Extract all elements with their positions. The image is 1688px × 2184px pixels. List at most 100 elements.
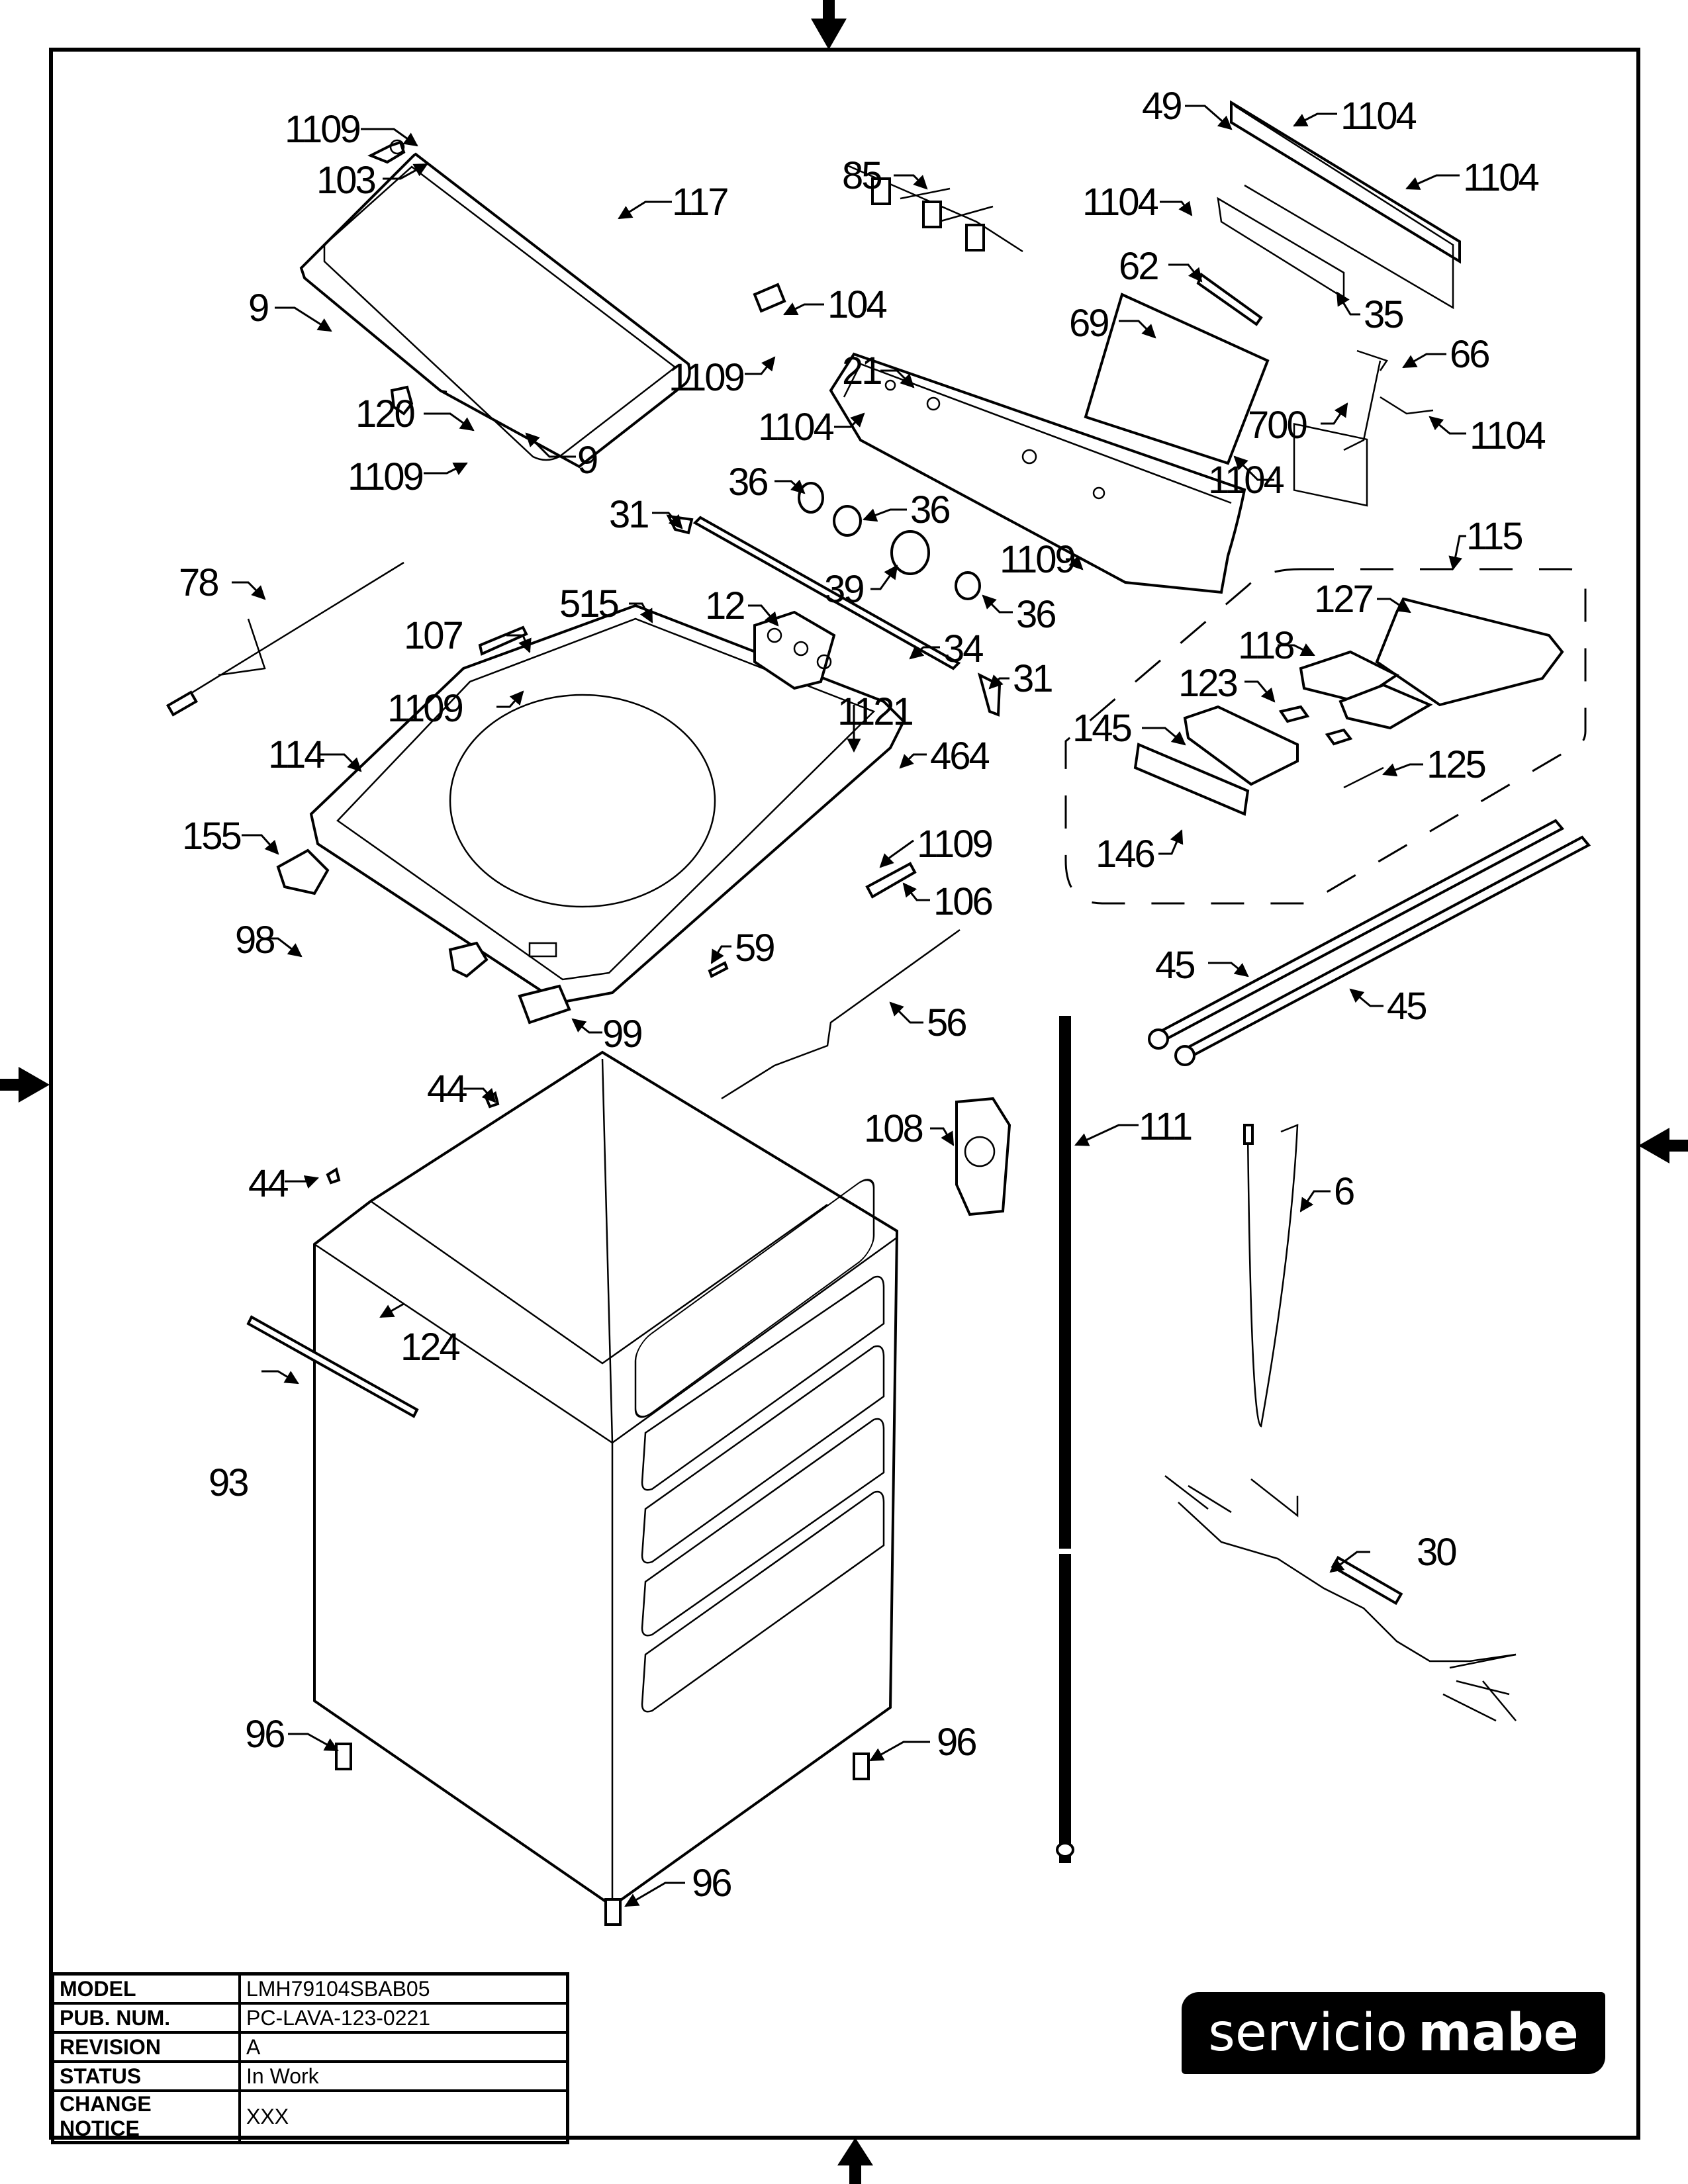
part-cup-155 (276, 848, 330, 895)
callout-45: 45 (1155, 944, 1194, 987)
callout-464: 464 (930, 735, 990, 778)
center-arrow-bottom (837, 2138, 873, 2184)
center-arrow-right (1638, 1128, 1688, 1163)
part-cabinet (313, 1050, 899, 1908)
part-end-cap-31a (666, 514, 694, 535)
logo-text-mabe: mabe (1418, 2003, 1579, 2063)
part-drawer-145 (1183, 705, 1299, 786)
callout-45: 45 (1387, 985, 1426, 1028)
callout-107: 107 (404, 614, 463, 657)
callout-115: 115 (1466, 515, 1522, 558)
part-leveling-foot-c (604, 1898, 622, 1926)
part-switch-assembly (847, 164, 1023, 253)
title-block-value: A (238, 2031, 569, 2063)
title-block-value: In Work (238, 2060, 569, 2092)
callout-106: 106 (933, 880, 992, 923)
part-pump (955, 1097, 1011, 1216)
callout-1104: 1104 (1463, 156, 1538, 199)
callout-125: 125 (1427, 743, 1485, 786)
part-knob-39 (890, 530, 930, 575)
part-valve-12 (753, 610, 836, 690)
callout-1109: 1109 (387, 687, 462, 730)
callout-44: 44 (427, 1068, 467, 1111)
part-overlay-35 (1217, 197, 1345, 300)
callout-78: 78 (179, 561, 218, 604)
part-top-cover (309, 604, 906, 1005)
callout-34: 34 (943, 627, 983, 670)
callout-118: 118 (1238, 624, 1293, 667)
callout-146: 146 (1096, 833, 1154, 876)
callout-9: 9 (248, 287, 268, 330)
panel-emboss-3 (641, 1418, 885, 1637)
leader-lines (232, 105, 1466, 1907)
callout-1104: 1104 (1208, 459, 1284, 502)
part-harness-56 (721, 929, 961, 1100)
center-arrow-left (0, 1067, 50, 1103)
logo-text-servicio: servicio (1208, 2003, 1408, 2063)
callout-103: 103 (316, 159, 375, 202)
part-knob-36-c (955, 571, 981, 600)
callout-1109: 1109 (348, 455, 422, 498)
callout-123: 123 (1178, 662, 1237, 705)
title-block-key: CHANGE NOTICE (51, 2089, 241, 2144)
callout-66: 66 (1450, 333, 1489, 376)
callout-111: 111 (1139, 1105, 1192, 1148)
callout-85: 85 (842, 154, 881, 197)
callout-1109: 1109 (917, 823, 992, 866)
callout-104: 104 (827, 283, 887, 326)
dispenser-group-outline (1064, 568, 1587, 905)
part-knob-36-b (833, 505, 862, 537)
part-leveling-foot-b (853, 1752, 870, 1780)
callout-96: 96 (245, 1713, 284, 1756)
callout-96: 96 (937, 1721, 976, 1764)
part-control-console (829, 352, 1246, 594)
part-hinge (367, 139, 406, 164)
callout-1109: 1109 (669, 356, 743, 399)
part-switch (753, 283, 786, 313)
title-block-value: XXX (238, 2089, 569, 2144)
callout-56: 56 (927, 1001, 966, 1044)
part-knob-36-a (798, 482, 824, 514)
callout-39: 39 (824, 568, 863, 611)
callout-69: 69 (1069, 302, 1108, 345)
callout-44: 44 (248, 1162, 288, 1205)
part-inlet-hose-b (1174, 835, 1591, 1066)
callout-36: 36 (1016, 593, 1055, 636)
callout-labels: 1109 103 117 9 120 1109 9 85 1104 104 11… (179, 85, 1547, 1905)
part-control-board-69 (1084, 293, 1270, 465)
callout-99: 99 (602, 1013, 641, 1056)
part-clip-125 (1343, 766, 1384, 789)
callout-114: 114 (268, 733, 324, 776)
part-bracket-107 (478, 625, 528, 656)
callout-1104: 1104 (1340, 95, 1416, 138)
callout-117: 117 (672, 181, 727, 224)
callout-35: 35 (1364, 293, 1403, 336)
callout-1109: 1109 (1000, 538, 1074, 581)
part-leveling-foot-a (335, 1743, 352, 1770)
callout-108: 108 (864, 1107, 923, 1150)
callout-515: 515 (559, 582, 618, 625)
callout-1104: 1104 (1470, 414, 1545, 457)
part-siphon-123 (1278, 705, 1353, 746)
part-drawer-118 (1299, 650, 1433, 730)
callout-6: 6 (1334, 1170, 1354, 1213)
panel-emboss-1 (641, 1275, 885, 1491)
callout-120: 120 (355, 392, 414, 435)
part-clip-59 (708, 961, 729, 978)
part-brace-124 (246, 1315, 419, 1418)
callout-49: 49 (1142, 85, 1181, 128)
callout-31: 31 (609, 493, 648, 536)
part-trim-bar (692, 516, 961, 670)
callout-21: 21 (842, 349, 881, 392)
part-bracket-106 (865, 862, 917, 899)
part-main-harness (1164, 1475, 1517, 1722)
callout-30: 30 (1417, 1531, 1456, 1574)
part-switch-98 (448, 941, 489, 978)
callout-62: 62 (1119, 245, 1158, 288)
title-block-row-pub-num: PUB. NUM.PC-LAVA-123-0221 (51, 2002, 569, 2034)
title-block-value: LMH79104SBAB05 (238, 1972, 569, 2005)
